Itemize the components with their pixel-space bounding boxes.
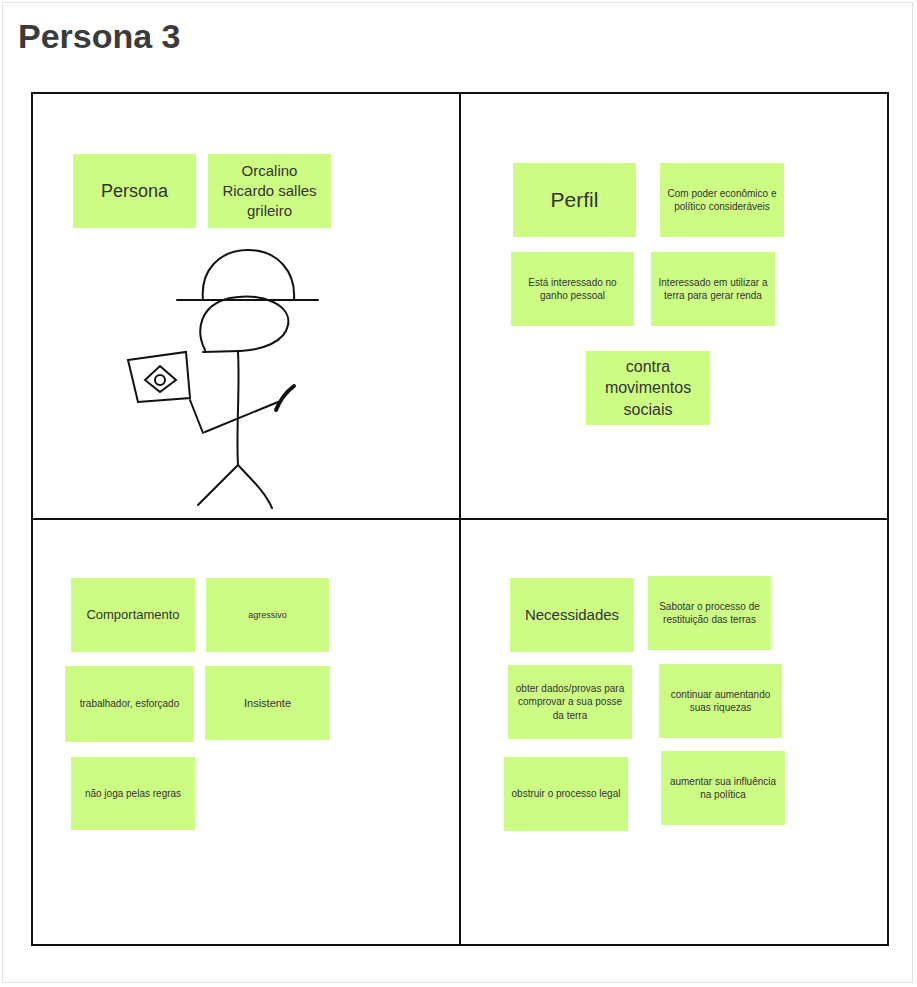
note-text: continuar aumentando suas riquezas <box>665 688 776 715</box>
sticky-note: contra movimentos sociais <box>586 351 710 425</box>
note-text: Sabotar o processo de restituição das te… <box>654 600 765 627</box>
sticky-note: Necessidades <box>510 578 634 652</box>
note-text: trabalhador, esforçado <box>80 697 180 711</box>
sticky-note: Insistente <box>205 666 330 740</box>
sticky-note: obter dados/provas para comprovar a sua … <box>508 665 632 739</box>
note-text: não joga pelas regras <box>85 787 181 801</box>
stick-figure <box>128 250 318 508</box>
sticky-note: Interessado em utilizar a terra para ger… <box>651 252 775 326</box>
sticky-note: Está interessado no ganho pessoal <box>511 252 634 326</box>
note-text: Perfil <box>551 186 599 214</box>
note-text: Comportamento <box>86 606 179 624</box>
sticky-note: obstruir o processo legal <box>504 757 628 831</box>
note-text: Interessado em utilizar a terra para ger… <box>657 276 769 303</box>
note-text: obstruir o processo legal <box>512 787 621 801</box>
note-text: agressivo <box>248 609 287 621</box>
sticky-note: Comportamento <box>71 578 195 652</box>
sticky-note: continuar aumentando suas riquezas <box>659 664 782 738</box>
note-text: Persona <box>101 179 168 203</box>
note-text: Está interessado no ganho pessoal <box>517 276 628 303</box>
note-text: obter dados/provas para comprovar a sua … <box>514 682 626 723</box>
sticky-note: Com poder econômico e político considerá… <box>660 163 784 237</box>
sticky-note: trabalhador, esforçado <box>65 666 194 742</box>
sticky-note: Perfil <box>513 163 636 237</box>
grid-divider <box>32 518 888 520</box>
note-text: contra movimentos sociais <box>592 356 704 421</box>
note-text: Com poder econômico e político considerá… <box>666 187 778 214</box>
page-title: Persona 3 <box>18 16 181 57</box>
note-text: aumentar sua influência na política <box>667 775 779 802</box>
sticky-note: Persona <box>73 154 196 228</box>
note-text: Necessidades <box>525 605 619 625</box>
grid-outline <box>32 93 888 945</box>
note-text: Orcalino Ricardo salles grileiro <box>214 161 325 222</box>
sticky-note: agressivo <box>206 578 329 652</box>
sticky-note: Sabotar o processo de restituição das te… <box>648 576 771 650</box>
note-text: Insistente <box>244 696 291 711</box>
sticky-note: Orcalino Ricardo salles grileiro <box>208 154 331 228</box>
sticky-note: aumentar sua influência na política <box>661 751 785 825</box>
sticky-note: não joga pelas regras <box>71 757 195 830</box>
